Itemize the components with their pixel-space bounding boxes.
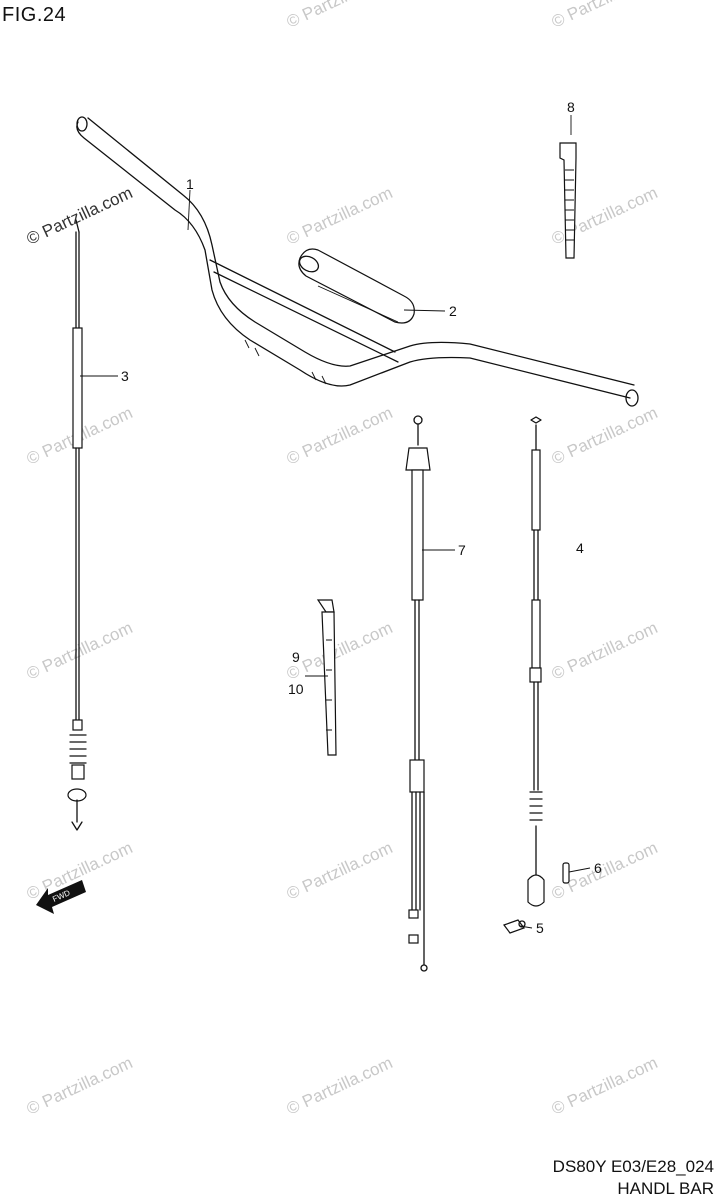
cotter-pin-part[interactable]: [562, 862, 570, 884]
watermark: © Partzilla.com: [284, 183, 396, 249]
drawing-code: DS80Y E03/E28_024: [552, 1157, 714, 1176]
figure-number: FIG.24: [2, 4, 67, 26]
handlebar-part[interactable]: [76, 116, 639, 407]
watermark: © Partzilla.com: [284, 0, 396, 32]
handlebar-pad-part[interactable]: [297, 248, 415, 324]
callout-7: 7: [458, 542, 466, 558]
callout-leaders: [80, 115, 591, 929]
watermark: © Partzilla.com: [24, 1053, 136, 1119]
clutch-cable-part[interactable]: [527, 416, 545, 907]
callout-8: 8: [567, 99, 575, 115]
watermark: © Partzilla.com: [549, 403, 661, 469]
callout-10: 10: [288, 681, 304, 697]
watermark: © Partzilla.com: [284, 403, 396, 469]
callout-3: 3: [121, 368, 129, 384]
callout-labels: 1 2 3 4 5 6 7 8 9 10: [121, 99, 602, 936]
joint-pin-part[interactable]: [503, 919, 526, 934]
callout-5: 5: [536, 920, 544, 936]
callout-1: 1: [186, 176, 194, 192]
watermark: © Partzilla.com: [284, 838, 396, 904]
callout-2: 2: [449, 303, 457, 319]
clamp-band-part[interactable]: [316, 599, 337, 756]
watermark: © Partzilla.com: [284, 1053, 396, 1119]
forward-arrow-icon: FWD: [36, 880, 86, 914]
drawing-title: HANDL BAR: [617, 1179, 714, 1198]
watermark: © Partzilla.com: [549, 0, 661, 32]
callout-9: 9: [292, 649, 300, 665]
watermark: © Partzilla.com: [549, 1053, 661, 1119]
brake-cable-part[interactable]: [405, 415, 431, 972]
cable-clamp-part[interactable]: [559, 142, 577, 259]
throttle-cable-part[interactable]: [67, 219, 87, 831]
watermark: © Partzilla.com: [549, 618, 661, 684]
watermark: © Partzilla.com: [284, 618, 396, 684]
drawing-code-block: DS80Y E03/E28_024 HANDL BAR: [553, 1156, 714, 1200]
callout-6: 6: [594, 860, 602, 876]
callout-4: 4: [576, 540, 584, 556]
